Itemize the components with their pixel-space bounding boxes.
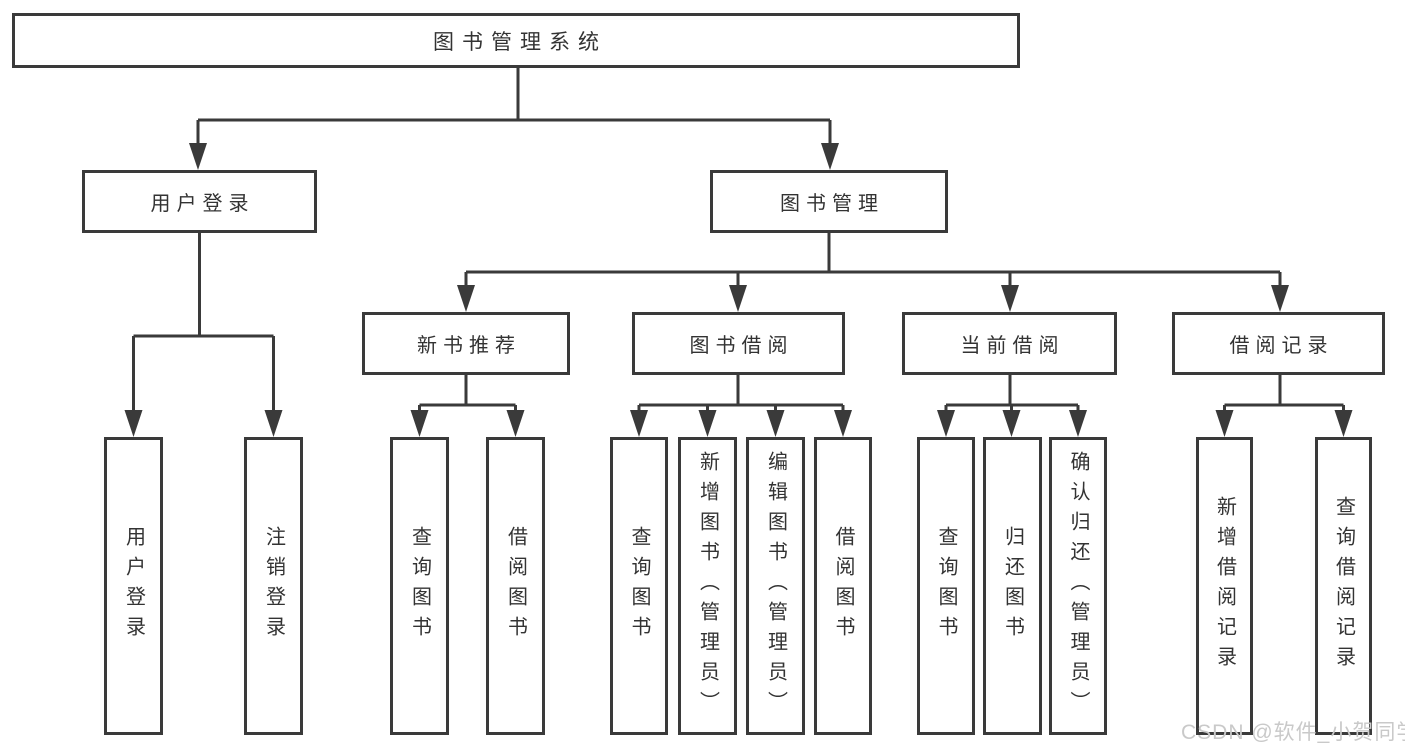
node-leaf-query-books-recommend: 查询图书 [390, 437, 449, 735]
node-leaf-add-borrow-record-label: 新增借阅记录 [1213, 496, 1236, 676]
node-leaf-query-books-borrow-label: 查询图书 [628, 526, 650, 646]
node-leaf-borrow-books-recommend: 借阅图书 [486, 437, 545, 735]
node-leaf-borrow-books-label: 借阅图书 [832, 526, 854, 646]
arrowhead [506, 410, 525, 437]
arrowhead [698, 410, 717, 437]
node-new-book-recommend-label: 新书推荐 [417, 335, 521, 357]
node-book-borrow: 图书借阅 [632, 312, 845, 375]
node-leaf-query-books-current: 查询图书 [917, 437, 975, 735]
tree-edges [132, 68, 1345, 412]
arrowhead [1215, 410, 1234, 437]
node-book-management-label: 图书管理 [780, 193, 884, 215]
arrowhead [729, 285, 747, 312]
arrowhead [630, 410, 648, 437]
arrowhead [410, 410, 429, 437]
arrowhead [189, 143, 207, 170]
node-leaf-query-books-current-label: 查询图书 [935, 526, 957, 646]
node-root: 图书管理系统 [12, 13, 1020, 68]
node-leaf-query-borrow-record-label: 查询借阅记录 [1332, 496, 1355, 676]
node-leaf-add-books-admin-label: 新增图书（管理员） [696, 451, 719, 721]
arrowhead [264, 410, 283, 437]
node-borrow-records-label: 借阅记录 [1229, 335, 1334, 357]
node-leaf-user-login: 用户登录 [104, 437, 163, 735]
node-current-borrow-label: 当前借阅 [960, 335, 1065, 357]
node-book-management: 图书管理 [710, 170, 948, 233]
arrowhead [1001, 285, 1019, 312]
node-new-book-recommend: 新书推荐 [362, 312, 570, 375]
arrowhead [834, 410, 852, 437]
node-leaf-return-books: 归还图书 [983, 437, 1042, 735]
arrowhead [1069, 410, 1087, 437]
arrowhead [1334, 410, 1353, 437]
arrowhead [457, 285, 475, 312]
node-leaf-edit-books-admin: 编辑图书（管理员） [746, 437, 805, 735]
arrowhead [124, 410, 143, 437]
arrowhead [1002, 410, 1021, 437]
arrowhead [937, 410, 955, 437]
node-leaf-query-borrow-record: 查询借阅记录 [1315, 437, 1372, 735]
node-borrow-records: 借阅记录 [1172, 312, 1385, 375]
csdn-watermark: CSDN @软件_小贺同学 [1181, 721, 1405, 744]
node-user-login: 用户登录 [82, 170, 317, 233]
arrowhead [821, 143, 839, 170]
node-leaf-user-login-label: 用户登录 [122, 526, 145, 646]
node-leaf-add-borrow-record: 新增借阅记录 [1196, 437, 1253, 735]
arrowhead [766, 410, 785, 437]
node-current-borrow: 当前借阅 [902, 312, 1117, 375]
node-leaf-query-books-borrow: 查询图书 [610, 437, 668, 735]
node-leaf-add-books-admin: 新增图书（管理员） [678, 437, 737, 735]
node-leaf-logout: 注销登录 [244, 437, 303, 735]
node-leaf-query-books-recommend-label: 查询图书 [408, 526, 431, 646]
node-leaf-edit-books-admin-label: 编辑图书（管理员） [764, 451, 787, 721]
node-leaf-borrow-books: 借阅图书 [814, 437, 872, 735]
node-leaf-confirm-return-admin: 确认归还（管理员） [1049, 437, 1107, 735]
node-leaf-logout-label: 注销登录 [262, 526, 285, 646]
node-leaf-return-books-label: 归还图书 [1001, 526, 1024, 646]
node-leaf-borrow-books-recommend-label: 借阅图书 [504, 526, 527, 646]
node-leaf-confirm-return-admin-label: 确认归还（管理员） [1067, 451, 1089, 721]
node-root-label: 图书管理系统 [433, 30, 607, 54]
arrowhead [1271, 285, 1289, 312]
node-user-login-label: 用户登录 [150, 193, 255, 215]
node-book-borrow-label: 图书借阅 [689, 335, 794, 357]
